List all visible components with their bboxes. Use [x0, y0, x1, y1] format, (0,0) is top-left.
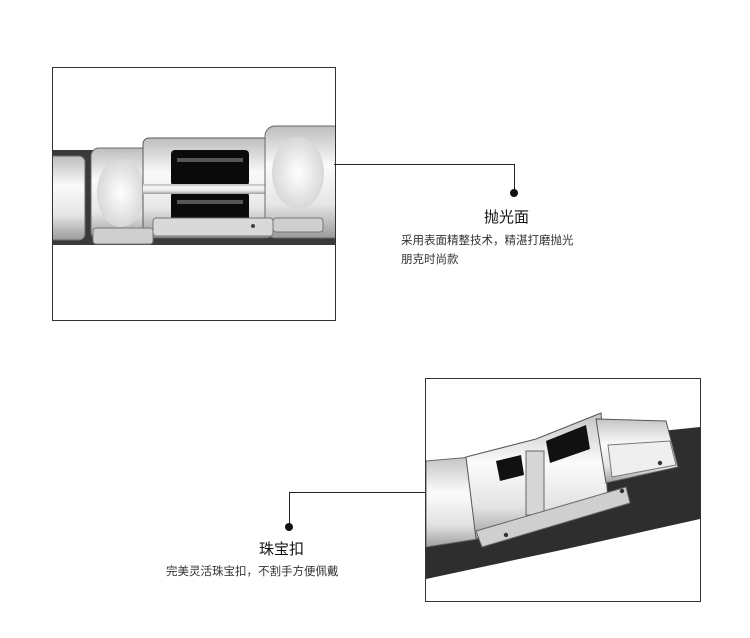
- callout-dot: [510, 189, 518, 197]
- desc-line: 采用表面精整技术，精湛打磨抛光: [401, 233, 574, 247]
- callout-line-horizontal: [334, 164, 514, 165]
- callout-line-vertical: [289, 492, 290, 524]
- callout-dot: [285, 523, 293, 531]
- desc-line: 完美灵活珠宝扣，不割手方便佩戴: [166, 564, 339, 578]
- section-title-polished: 抛光面: [484, 208, 530, 226]
- polished-surface-image: [52, 67, 336, 321]
- callout-line-horizontal: [289, 492, 425, 493]
- callout-line-vertical: [514, 164, 515, 190]
- bracelet-links-illustration: [53, 125, 335, 245]
- section-title-clasp: 珠宝扣: [259, 540, 305, 558]
- desc-line: 朋克时尚款: [401, 252, 459, 266]
- jewelry-clasp-image: [425, 378, 701, 602]
- section-desc-polished: 采用表面精整技术，精湛打磨抛光 朋克时尚款: [401, 231, 574, 269]
- clasp-illustration: [426, 412, 700, 579]
- section-desc-clasp: 完美灵活珠宝扣，不割手方便佩戴: [166, 562, 339, 581]
